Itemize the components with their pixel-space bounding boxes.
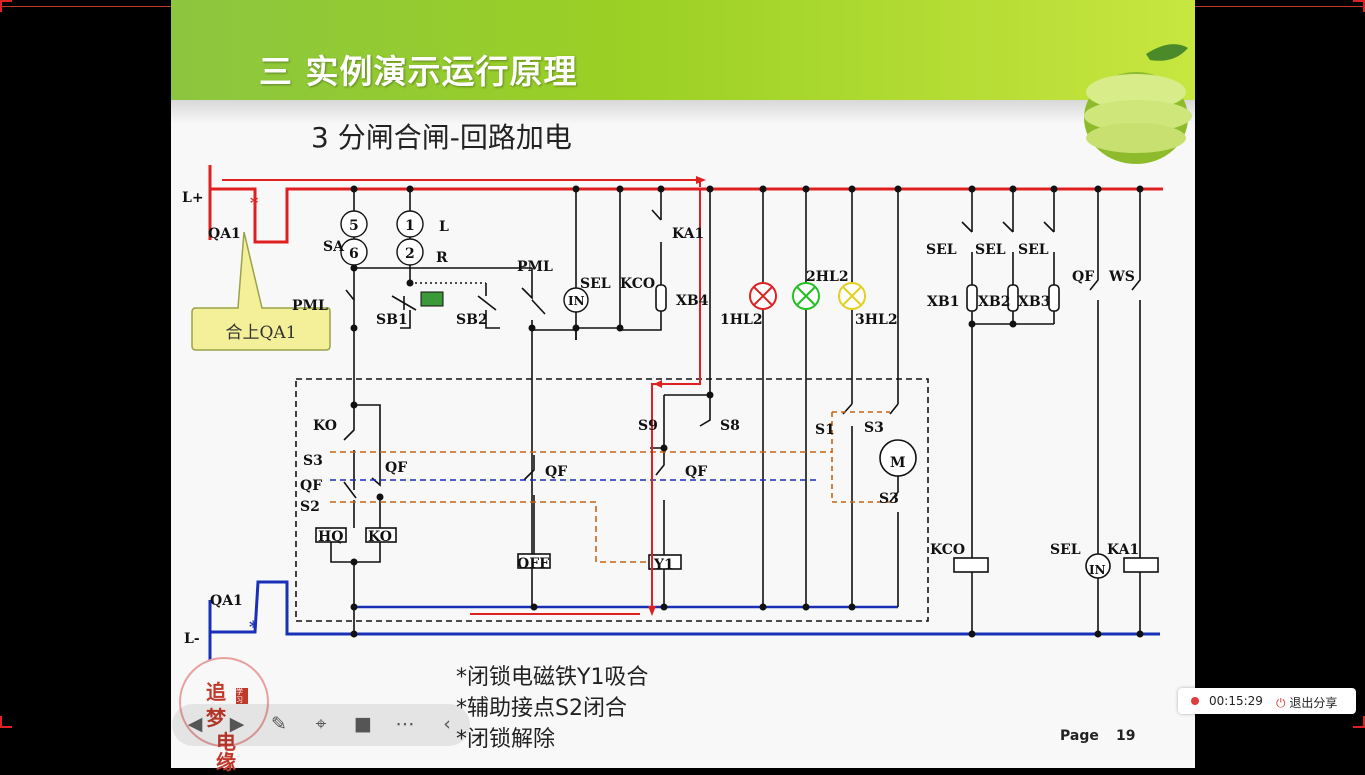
contact-1: 1 — [405, 218, 415, 234]
presentation-toolbar — [172, 704, 470, 746]
stamp-char: 电 — [216, 730, 236, 754]
l-label: L — [439, 219, 449, 235]
off-coil-label: OFF — [517, 556, 549, 572]
ka1-coil-label: KA1 — [1107, 542, 1139, 558]
qf-left-label: QF — [300, 478, 322, 494]
lminus-label: L- — [184, 631, 200, 647]
presentation-slide: 三 实例演示运行原理 3 分闸合闸-回路加电 *闭锁电磁铁Y1吸合 *辅助接点S… — [171, 0, 1195, 768]
sel-c-label: SEL — [1018, 242, 1049, 258]
ka1-top-label: KA1 — [672, 226, 704, 242]
exit-share-button[interactable]: ⏻ 退出分享 — [1276, 694, 1337, 711]
slide-notes: *闭锁电磁铁Y1吸合 *辅助接点S2闭合 *闭锁解除 — [456, 662, 648, 755]
share-timer: 00:15:29 — [1209, 694, 1263, 708]
note-line: *闭锁解除 — [456, 727, 556, 752]
stamp-char: 追 — [206, 680, 226, 704]
corner-mark — [1353, 716, 1365, 728]
kco-coil-label: KCO — [930, 542, 965, 558]
note-line: *辅助接点S2闭合 — [456, 696, 627, 721]
apple-decoration — [1084, 44, 1192, 164]
sel-b-label: SEL — [975, 242, 1006, 258]
sa-label: SA — [323, 239, 345, 255]
camera-icon[interactable]: ■ — [354, 713, 372, 735]
qf-col2-label: QF — [545, 464, 567, 480]
page-number: 19 — [1116, 728, 1136, 744]
y1-coil-label: Y1 — [653, 557, 674, 573]
lamp-1hl2-label: 1HL2 — [720, 312, 763, 328]
ko-coil-label: KO — [368, 529, 392, 545]
sel-coil-label: SEL — [1050, 542, 1081, 558]
sel-top-label: SEL — [580, 276, 611, 292]
play-icon[interactable]: ▶ — [229, 713, 245, 735]
qf-top-label: QF — [1072, 269, 1094, 285]
stamp-seal: 学习 — [236, 688, 248, 704]
stamp-char: 梦 — [206, 706, 226, 730]
in-label-top: IN — [568, 294, 585, 308]
corner-mark — [1353, 0, 1365, 12]
slide-subtitle: 3 分闸合闸-回路加电 — [311, 121, 572, 154]
xb4-label: XB4 — [676, 293, 709, 309]
kco-top-label: KCO — [620, 276, 655, 292]
sb2-label: SB2 — [456, 312, 488, 328]
corner-mark — [0, 716, 12, 728]
xb2-label: XB2 — [978, 294, 1010, 310]
ko-top-label: KO — [313, 418, 337, 434]
motor-label: M — [890, 455, 906, 471]
s8-label: S8 — [720, 418, 740, 434]
focus-icon[interactable]: ⌖ — [315, 713, 327, 735]
exit-share-label: 退出分享 — [1289, 696, 1338, 710]
qa1-top-label: QA1 — [208, 226, 241, 242]
slide-title: 三 实例演示运行原理 — [259, 52, 578, 91]
qf-mid-label: QF — [385, 460, 407, 476]
sel-a-label: SEL — [926, 242, 957, 258]
hq-coil-label: HQ — [318, 529, 343, 545]
share-status-panel: 00:15:29 ⏻ 退出分享 — [1178, 688, 1356, 714]
watermark-stamp: 追 梦 电 缘 学习 — [178, 656, 270, 774]
s1-label: S1 — [815, 422, 835, 438]
r-label: R — [436, 250, 448, 266]
header-shadow — [171, 100, 1195, 124]
pml-left-label: PML — [292, 298, 328, 314]
qa1-bottom-label: QA1 — [210, 593, 243, 609]
s3-left-label: S3 — [303, 453, 323, 469]
more-icon[interactable]: ⋯ — [395, 713, 415, 735]
back-icon[interactable]: ◀ — [187, 713, 203, 735]
page-label: Page — [1060, 728, 1099, 744]
pml-top-label: PML — [517, 259, 553, 275]
pen-icon[interactable]: ✎ — [271, 713, 287, 735]
s3-low-label: S3 — [879, 491, 899, 507]
callout-text: 合上QA1 — [225, 323, 297, 343]
sb1-label: SB1 — [376, 312, 408, 328]
in-coil-label: IN — [1089, 563, 1106, 577]
svg-text:*: * — [250, 193, 259, 212]
s9-label: S9 — [638, 418, 658, 434]
stamp-char: 缘 — [216, 750, 236, 774]
lamp-2hl2-label: 2HL2 — [806, 269, 849, 285]
svg-text:*: * — [249, 617, 258, 636]
slide-header-band — [171, 0, 1195, 100]
contact-2: 2 — [405, 246, 415, 262]
s3-right-label: S3 — [864, 420, 884, 436]
lplus-label: L+ — [182, 190, 204, 206]
xb1-label: XB1 — [927, 294, 959, 310]
s2-left-label: S2 — [300, 499, 320, 515]
power-icon: ⏻ — [1276, 696, 1286, 710]
lamp-3hl2-label: 3HL2 — [855, 312, 898, 328]
collapse-icon[interactable]: ‹ — [443, 713, 451, 735]
contact-5: 5 — [349, 218, 359, 234]
qf-col3-label: QF — [685, 464, 707, 480]
recording-dot-icon — [1191, 697, 1199, 705]
note-line: *闭锁电磁铁Y1吸合 — [456, 665, 649, 690]
xb3-label: XB3 — [1018, 294, 1050, 310]
contact-6: 6 — [349, 246, 359, 262]
corner-mark — [0, 0, 12, 12]
ws-label: WS — [1108, 269, 1135, 285]
